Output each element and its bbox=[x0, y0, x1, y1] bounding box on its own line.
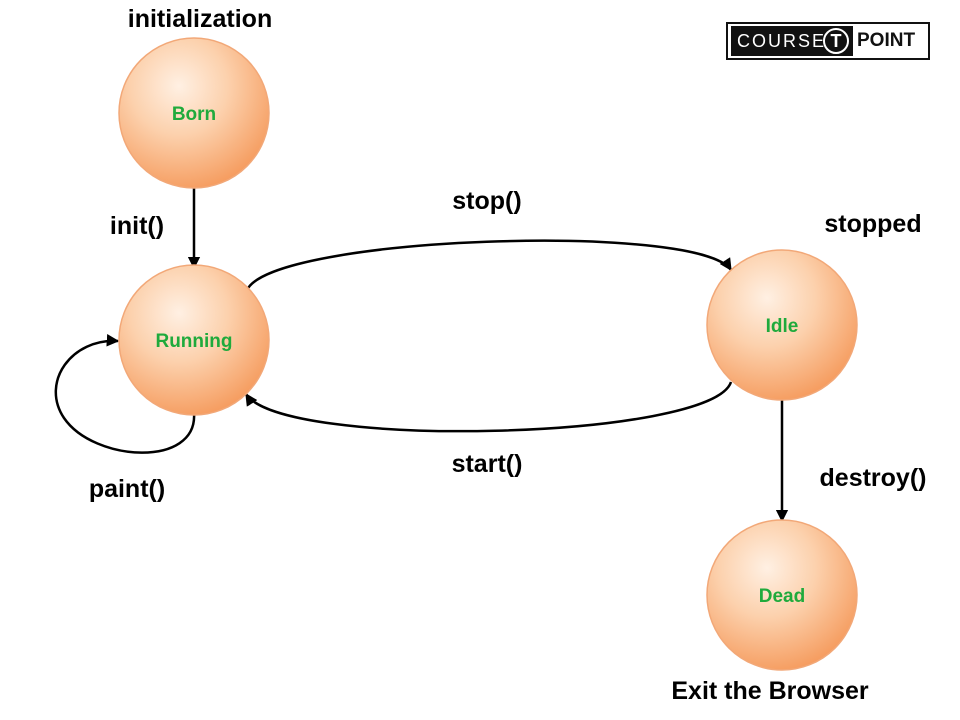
state-idle-label: Idle bbox=[766, 316, 799, 337]
init-label: init() bbox=[110, 212, 164, 240]
state-dead-label: Dead bbox=[759, 586, 805, 607]
state-dead: Dead bbox=[706, 519, 858, 671]
stop-label: stop() bbox=[452, 187, 521, 215]
logo-right-text: POINT bbox=[853, 26, 927, 56]
start-arrow bbox=[244, 381, 733, 433]
state-born: Born bbox=[118, 37, 270, 189]
initialization-label: initialization bbox=[128, 5, 272, 33]
logo-left-text: COURSE bbox=[737, 30, 827, 51]
paint-loop-arrow bbox=[54, 334, 196, 454]
logo-inner: COURSE T POINT bbox=[731, 26, 927, 56]
state-running: Running bbox=[118, 264, 270, 416]
start-label: start() bbox=[452, 450, 523, 478]
state-running-label: Running bbox=[155, 331, 232, 352]
state-idle: Idle bbox=[706, 249, 858, 401]
stop-arrow bbox=[245, 239, 733, 291]
state-born-label: Born bbox=[172, 104, 216, 125]
paint-label: paint() bbox=[89, 475, 165, 503]
coursetpoint-logo: COURSE T POINT bbox=[726, 22, 930, 60]
stopped-label: stopped bbox=[824, 210, 921, 238]
exit-browser-label: Exit the Browser bbox=[671, 677, 869, 705]
logo-badge: T bbox=[823, 28, 849, 54]
destroy-label: destroy() bbox=[820, 464, 927, 492]
